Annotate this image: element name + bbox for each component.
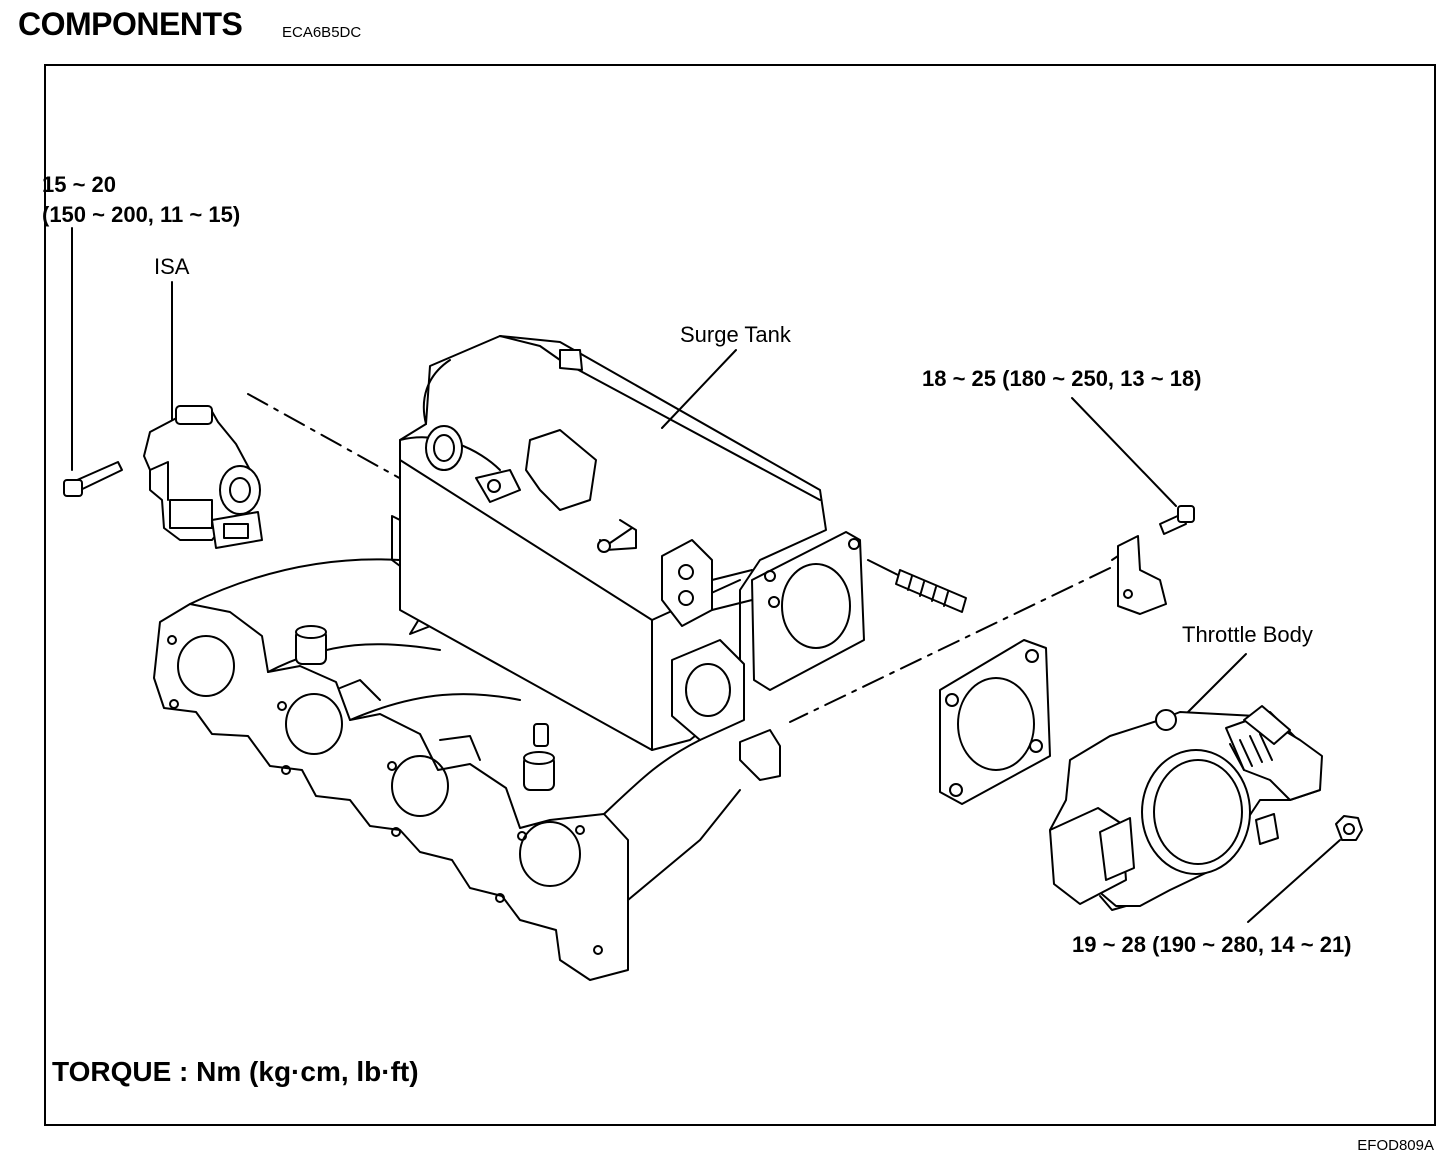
figure-code: EFOD809A	[1357, 1137, 1434, 1154]
figure-frame	[44, 64, 1436, 1126]
isa-actuator	[143, 405, 263, 549]
bracket	[1111, 535, 1167, 615]
throttle-alignment-line	[789, 567, 1111, 723]
throttle-body-nut	[1335, 815, 1363, 841]
surge-tank-label: Surge Tank	[680, 322, 791, 347]
isa-bolt	[63, 227, 123, 497]
bracket-bolt	[1159, 505, 1195, 535]
isa-bolt-torque-alt: (150 ~ 200, 11 ~ 15)	[42, 202, 241, 227]
throttle-body-label: Throttle Body	[1182, 622, 1313, 647]
page-title: COMPONENTS	[18, 6, 243, 42]
isa-label: ISA	[154, 254, 190, 279]
bracket-bolt-leader-line	[1071, 397, 1177, 507]
throttle-body	[1049, 705, 1323, 911]
bracket-bolt-torque: 18 ~ 25 (180 ~ 250, 13 ~ 18)	[922, 366, 1202, 391]
intake-manifold	[153, 558, 741, 981]
surge-tank	[391, 335, 865, 781]
isa-bolt-torque-nm: 15 ~ 20	[42, 172, 117, 197]
nut-torque: 19 ~ 28 (190 ~ 280, 14 ~ 21)	[1072, 932, 1352, 957]
torque-units-note: TORQUE : Nm (kg·cm, lb·ft)	[52, 1056, 419, 1087]
document-code: ECA6B5DC	[282, 24, 362, 41]
surge-tank-leader-line	[661, 349, 737, 429]
stud-bolt	[867, 559, 967, 613]
nut-leader-line	[1247, 839, 1341, 923]
throttle-body-gasket	[939, 639, 1051, 805]
